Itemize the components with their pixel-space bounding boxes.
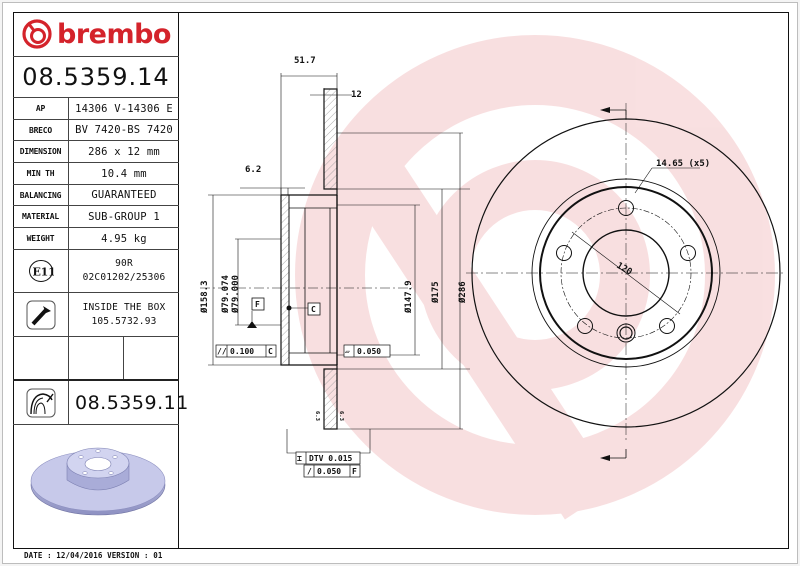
brand-row: brembo (13, 12, 179, 57)
svg-text:E11: E11 (32, 266, 54, 279)
datum-f-label: F (255, 300, 260, 309)
svg-text:▱: ▱ (345, 347, 350, 356)
screw-note: INSIDE THE BOX (82, 301, 166, 313)
dim-hat-wall: 6.2 (245, 165, 261, 175)
svg-text:0.100: 0.100 (230, 347, 254, 356)
dim-disc-thickness: 12 (351, 90, 362, 100)
brand-name: brembo (57, 18, 171, 50)
section-arrow-icon (600, 455, 610, 461)
svg-text:F: F (352, 467, 357, 476)
approval-row: E11 90R 02C01202/25306 (13, 250, 179, 293)
alt-part-number: 08.5359.11 (75, 391, 189, 414)
section-arrow-icon (600, 107, 610, 113)
tolerance-runout (303, 464, 361, 478)
part-number: 08.5359.14 (22, 63, 170, 91)
spec-row-balancing: BALANCING GUARANTEED (13, 185, 179, 206)
svg-text:⌶: ⌶ (297, 454, 302, 463)
approval-number: 02C01202/25306 (82, 272, 166, 283)
brembo-logo-icon (22, 19, 52, 49)
svg-text:0.050: 0.050 (317, 467, 341, 476)
dim-total-height: 51.7 (294, 56, 316, 66)
tolerance-flatness (343, 344, 391, 358)
svg-text:0.050: 0.050 (357, 347, 381, 356)
spec-row-breco: BRECO BV 7420-BS 7420 (13, 120, 179, 141)
screw-icon (26, 300, 55, 329)
disc-caliper-icon (26, 388, 55, 417)
dim-d-friction-inner: Ø175 (430, 281, 441, 304)
dim-d-outer-hat: Ø158.3 (199, 280, 210, 314)
svg-text:C: C (268, 347, 273, 356)
part-number-row: 08.5359.14 (13, 57, 179, 98)
svg-text:DTV 0.015: DTV 0.015 (309, 454, 353, 463)
bolt-hole-label: 14.65 (x5) (656, 159, 710, 169)
front-view (466, 103, 786, 459)
spec-row-min-th: MIN TH 10.4 mm (13, 163, 179, 185)
datum-triangle-icon (247, 321, 257, 328)
spec-row-dimension: DIMENSION 286 x 12 mm (13, 141, 179, 163)
spec-row-weight: WEIGHT 4.95 kg (13, 228, 179, 250)
screw-row: INSIDE THE BOX 105.5732.93 (13, 293, 179, 337)
brake-disc-3d-icon (30, 447, 166, 516)
svg-text:/: / (307, 467, 312, 476)
roughness-left: 6.3 (314, 411, 320, 421)
e11-approval-icon: E11 (28, 260, 54, 282)
tolerance-dtv (295, 451, 361, 465)
tolerance-parallelism (215, 344, 277, 358)
spec-table: brembo 08.5359.14 AP 14306 V-14306 E BRE… (13, 12, 189, 549)
cross-section (200, 73, 470, 454)
dim-d-inner: Ø147.9 (403, 280, 414, 314)
spec-row-ap: AP 14306 V-14306 E (13, 98, 179, 120)
roughness-right: 6.3 (338, 411, 344, 421)
screw-part-number: 105.5732.93 (91, 315, 157, 327)
dim-d-outer: Ø286 (457, 281, 468, 304)
spec-row-material: MATERIAL SUB-GROUP 1 (13, 206, 179, 228)
footer-date-version: DATE : 12/04/2016 VERSION : 01 (24, 551, 163, 560)
disc-render (13, 425, 178, 548)
approval-code: 90R (115, 258, 133, 269)
dim-d-bore-min: Ø79.000 (230, 275, 241, 314)
brembo-watermark (295, 35, 775, 520)
dim-d-bore-max: Ø79.074 (220, 274, 231, 314)
empty-row (13, 337, 179, 381)
datum-c-label: C (311, 305, 316, 314)
svg-text://: // (217, 347, 227, 356)
alt-part-row: 08.5359.11 (13, 381, 189, 425)
technical-drawing: 51.7 12 6.2 Ø158.3 Ø79.074 Ø79.000 Ø147.… (199, 35, 786, 520)
